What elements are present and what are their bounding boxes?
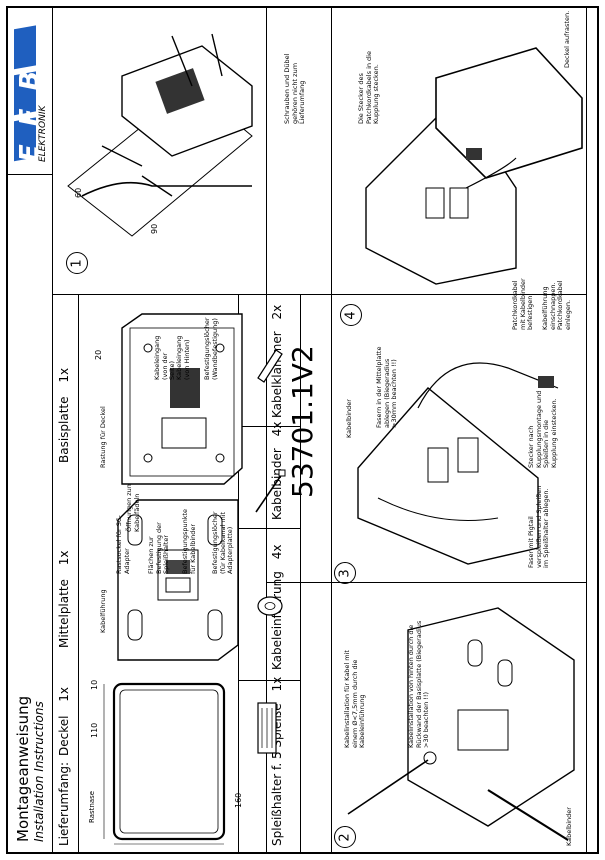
midplate-note-3: Flächen zur Befestigung der Spleißhalter <box>147 522 170 574</box>
step-4-note-0: Die Stecker des Patchkordkabels in die K… <box>357 51 380 124</box>
scope-item-cover-label: Deckel <box>57 715 71 756</box>
scope-bottom-sep-2 <box>238 528 300 529</box>
divider-steps-col <box>331 8 332 852</box>
baseplate-note-2: Kabeleingang (von Hinten) <box>175 335 191 380</box>
scope-item-midplate-label: Mittelplatte <box>57 579 71 648</box>
title-de: Montageanweisung <box>14 695 32 842</box>
splice-holder-qty: 1x <box>270 676 284 692</box>
step-1-drawing <box>67 33 253 237</box>
scope-heading-line <box>78 294 79 852</box>
cover-dim-height: 110 <box>90 722 99 738</box>
step-3-note-2: Stecker nach Kupplungsmontage und Spleiß… <box>527 390 558 468</box>
baseplate-note-1: Kabeleingang (von der Seite) <box>153 335 176 380</box>
step-4-number: 4 <box>340 304 362 326</box>
step-4-note-2: Patchkordkabel mit Kabelbinder befestige… <box>511 278 534 330</box>
cable-clip-qty: 2x <box>270 304 284 320</box>
cable-clip-sketch <box>257 349 283 383</box>
step-4-drawing <box>365 47 583 285</box>
scope-item-midplate: Mittelplatte 1x <box>57 551 71 649</box>
step-3-note-3: Faser mit Pigtail verspleißen und Spleiß… <box>527 485 550 568</box>
step-2-note-1: Kabelinstallation von hinten durch die R… <box>407 620 430 748</box>
scope-item-cover: Deckel 1x <box>57 687 71 756</box>
step-2-drawing <box>347 607 575 841</box>
cable-entry-qty: 4x <box>270 544 284 560</box>
step-4-note-1: Deckel aufrasten. <box>563 10 571 68</box>
instruction-sheet: Montageanweisung Installation Instructio… <box>6 6 599 854</box>
baseplate-drawing <box>121 313 243 485</box>
divider-steps-mid <box>52 294 586 295</box>
midplate-drawing <box>117 499 239 661</box>
scope-item-baseplate-qty: 1x <box>57 367 71 383</box>
divider-title-col <box>52 8 53 852</box>
divider-part-col <box>266 8 267 852</box>
cover-rastnase: Rastnase <box>88 790 96 823</box>
scope-item-midplate-qty: 1x <box>57 550 71 566</box>
splice-holder-sketch <box>257 702 277 754</box>
baseplate-note-0: Rastung für Deckel <box>99 406 107 468</box>
step-2-note-0: Kabelinstallation für Kabel mit einem Ø<… <box>343 650 366 748</box>
title-en: Installation Instructions <box>32 701 46 842</box>
scope-bottom-line <box>300 294 301 852</box>
efb-logo: EFB ELEKTRONIK <box>10 12 50 170</box>
cable-tie-qty: 4x <box>270 421 284 437</box>
scope-item-baseplate-label: Basisplatte <box>57 396 71 463</box>
cable-entry-sketch <box>257 596 283 616</box>
step-2-note-2: Kabelbinder <box>565 807 573 846</box>
cable-tie-sketch <box>255 469 286 513</box>
step-4-note-3: Kabelführung einschnappen. Patchkordkabe… <box>541 280 572 330</box>
cover-drawing <box>103 682 226 845</box>
cover-dim-depth: 10 <box>90 679 99 690</box>
logo-graphic <box>14 25 36 162</box>
step-1-note: Schrauben und Dübel gehören nicht zum Li… <box>283 53 306 124</box>
divider-right-strip <box>586 8 587 852</box>
part-number: 53701.1V2 <box>286 345 319 498</box>
step-3-drawing <box>357 362 559 565</box>
midplate-note-5: Befestigungslöcher (für Kabelkanal mit A… <box>211 511 234 574</box>
scope-item-baseplate: Basisplatte 1x <box>57 368 71 463</box>
cover-dim-width: 160 <box>234 792 243 808</box>
divider-logo <box>8 174 52 175</box>
step-2-number: 2 <box>334 826 356 848</box>
scope-bottom-sep-3 <box>238 426 300 427</box>
logo-subtitle: ELEKTRONIK <box>38 105 48 162</box>
midplate-note-0: Kabelführung <box>99 589 107 633</box>
divider-steps-low <box>266 582 586 583</box>
baseplate-dim: 20 <box>94 349 103 360</box>
step-3-number: 3 <box>334 562 356 584</box>
step-1-dim-90: 90 <box>150 223 159 234</box>
scope-item-cover-qty: 1x <box>57 686 71 702</box>
step-3-note-0: Kabelbinder <box>345 399 353 438</box>
step-1-dim-60: 60 <box>74 187 83 198</box>
scope-bottom-sep-1 <box>238 680 300 681</box>
step-3-note-1: Fasern in der Mittelplatte ablegen (Bieg… <box>375 346 398 428</box>
scope-heading: Lieferumfang: <box>57 761 71 846</box>
midplate-note-4: Befestigungspunkte für Kabelbinder <box>181 508 197 574</box>
step-1-number: 1 <box>66 252 88 274</box>
baseplate-note-3: Befestigungslöcher (Wandbefestigung) <box>203 317 219 380</box>
